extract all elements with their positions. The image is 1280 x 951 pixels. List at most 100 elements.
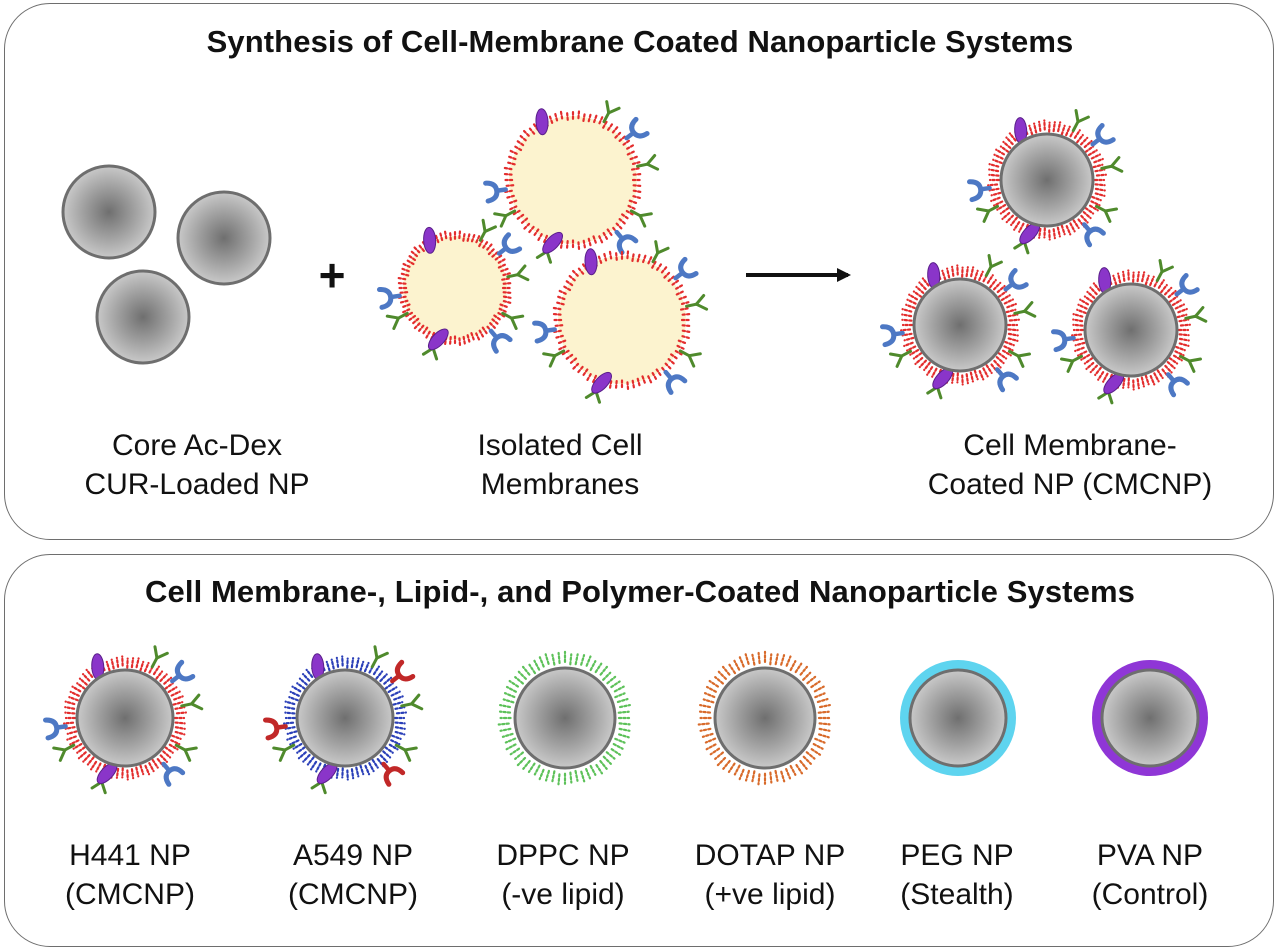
coated-systems-title: Cell Membrane-, Lipid-, and Polymer-Coat… bbox=[145, 574, 1135, 609]
membrane-receptor-icon bbox=[1090, 123, 1116, 147]
antibody-receptor-icon bbox=[1059, 354, 1084, 373]
antibody-receptor-icon bbox=[1094, 204, 1119, 223]
step-label-core: Core Ac-Dex CUR-Loaded NP bbox=[47, 426, 347, 504]
membrane-receptor-icon bbox=[483, 180, 508, 204]
antibody-receptor-icon bbox=[1007, 349, 1032, 368]
vesicle-lumen bbox=[509, 116, 637, 244]
pva-nanoparticle bbox=[1092, 660, 1208, 776]
membrane-receptor-icon bbox=[161, 761, 186, 787]
membrane-receptor-icon bbox=[263, 717, 288, 741]
bare-core-nanoparticle bbox=[176, 190, 272, 286]
h441-nanoparticle bbox=[43, 645, 204, 795]
system-label-dppc: DPPC NP (-ve lipid) bbox=[473, 836, 653, 914]
label-line: (+ve lipid) bbox=[704, 878, 836, 911]
membrane-protein-icon bbox=[423, 226, 437, 254]
membrane-receptor-icon bbox=[966, 179, 992, 203]
label-line: DPPC NP bbox=[496, 839, 630, 872]
label-line: (Stealth) bbox=[900, 878, 1014, 911]
label-line: CUR-Loaded NP bbox=[84, 468, 310, 501]
antibody-receptor-icon bbox=[493, 209, 517, 228]
nanoparticle-core bbox=[912, 277, 1008, 373]
membrane-receptor-icon bbox=[170, 659, 196, 684]
membrane-receptor-icon bbox=[673, 256, 699, 281]
nanoparticle-core bbox=[1083, 282, 1179, 378]
cell-membrane-coated-nanoparticle bbox=[1050, 258, 1208, 405]
membrane-receptor-icon bbox=[614, 229, 639, 255]
label-line: PEG NP bbox=[900, 839, 1014, 872]
membrane-receptor-icon bbox=[1174, 273, 1200, 297]
antibody-receptor-icon bbox=[478, 218, 497, 242]
nanoparticle-core bbox=[713, 666, 817, 770]
step-label-cmcnp: Cell Membrane- Coated NP (CMCNP) bbox=[905, 426, 1235, 504]
antibody-receptor-icon bbox=[1071, 108, 1090, 133]
cell-membrane-coated-nanoparticle bbox=[879, 253, 1037, 400]
nanoparticle-core bbox=[908, 668, 1008, 768]
membrane-receptor-icon bbox=[43, 717, 68, 741]
nanoparticle-core bbox=[295, 668, 395, 768]
membrane-protein-icon bbox=[542, 231, 563, 254]
antibody-receptor-icon bbox=[678, 349, 702, 368]
antibody-receptor-icon bbox=[1184, 306, 1208, 323]
step-label-membranes: Isolated Cell Membranes bbox=[410, 426, 710, 504]
label-line: (Control) bbox=[1091, 878, 1209, 911]
antibody-receptor-icon bbox=[394, 743, 418, 762]
antibody-receptor-icon bbox=[272, 743, 296, 762]
nanoparticle-core bbox=[513, 666, 617, 770]
antibody-receptor-icon bbox=[1100, 156, 1124, 173]
antibody-receptor-icon bbox=[1178, 354, 1203, 373]
system-label-dotap: DOTAP NP (+ve lipid) bbox=[675, 836, 865, 914]
antibody-receptor-icon bbox=[501, 311, 525, 330]
antibody-receptor-icon bbox=[1013, 301, 1037, 318]
antibody-receptor-icon bbox=[52, 743, 76, 762]
nanoparticle-core bbox=[75, 668, 175, 768]
membrane-protein-icon bbox=[427, 328, 449, 351]
label-line: (-ve lipid) bbox=[501, 878, 625, 911]
antibody-receptor-icon bbox=[975, 204, 1000, 223]
cell-membrane-vesicle bbox=[376, 218, 530, 361]
membrane-receptor-icon bbox=[1082, 222, 1106, 248]
membrane-receptor-icon bbox=[488, 328, 513, 354]
membrane-receptor-icon bbox=[381, 761, 406, 787]
membrane-receptor-icon bbox=[663, 369, 688, 395]
antibody-receptor-icon bbox=[1155, 258, 1174, 283]
membrane-receptor-icon bbox=[995, 367, 1019, 393]
label-line: Isolated Cell bbox=[477, 429, 643, 462]
vesicle-lumen bbox=[558, 256, 686, 384]
cell-membrane-coated-nanoparticle bbox=[966, 108, 1124, 255]
system-label-a549: A549 NP (CMCNP) bbox=[268, 836, 438, 914]
antibody-receptor-icon bbox=[685, 293, 709, 311]
system-label-h441: H441 NP (CMCNP) bbox=[45, 836, 215, 914]
label-line: Cell Membrane- bbox=[963, 429, 1177, 462]
membrane-protein-icon bbox=[591, 371, 612, 394]
plus-sign: + bbox=[318, 249, 346, 301]
membrane-receptor-icon bbox=[1050, 329, 1076, 353]
label-line: DOTAP NP bbox=[694, 839, 846, 872]
antibody-receptor-icon bbox=[174, 743, 198, 762]
membrane-receptor-icon bbox=[879, 324, 905, 348]
antibody-receptor-icon bbox=[636, 153, 660, 171]
label-line: Coated NP (CMCNP) bbox=[927, 468, 1213, 501]
antibody-receptor-icon bbox=[370, 645, 389, 669]
label-line: (CMCNP) bbox=[288, 878, 418, 911]
membrane-receptor-icon bbox=[1003, 268, 1029, 292]
membrane-protein-icon bbox=[535, 108, 549, 136]
bare-core-nanoparticle bbox=[61, 164, 157, 260]
membrane-receptor-icon bbox=[624, 116, 650, 141]
membrane-receptor-icon bbox=[376, 287, 402, 310]
antibody-receptor-icon bbox=[651, 240, 670, 264]
label-line: Membranes bbox=[480, 468, 640, 501]
membrane-receptor-icon bbox=[1166, 372, 1190, 398]
synthesis-title: Synthesis of Cell-Membrane Coated Nanopa… bbox=[206, 24, 1074, 59]
antibody-receptor-icon bbox=[984, 253, 1003, 278]
label-line: (CMCNP) bbox=[65, 878, 195, 911]
antibody-receptor-icon bbox=[150, 645, 169, 669]
antibody-receptor-icon bbox=[888, 349, 913, 368]
antibody-receptor-icon bbox=[629, 209, 653, 228]
nanoparticle-core bbox=[1100, 668, 1200, 768]
antibody-receptor-icon bbox=[180, 693, 204, 711]
antibody-receptor-icon bbox=[385, 311, 409, 330]
peg-nanoparticle bbox=[900, 660, 1016, 776]
nanoparticle-core bbox=[999, 132, 1095, 228]
membrane-receptor-icon bbox=[532, 320, 557, 344]
